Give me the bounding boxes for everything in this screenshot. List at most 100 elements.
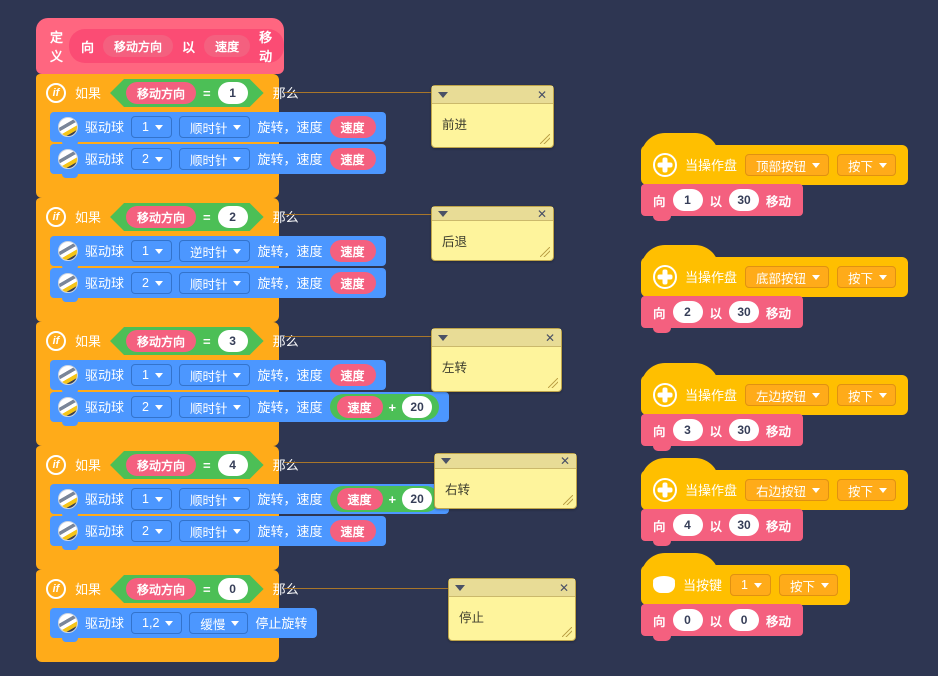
- chevron-down-icon[interactable]: [455, 584, 465, 591]
- direction-select[interactable]: 顺时针: [178, 148, 251, 170]
- comment-header[interactable]: ✕: [432, 329, 561, 347]
- direction-input[interactable]: 1: [672, 189, 703, 211]
- speed-offset[interactable]: 20: [402, 488, 433, 510]
- comment-text[interactable]: 后退: [432, 221, 553, 260]
- comment-text[interactable]: 停止: [449, 597, 575, 640]
- dpad-button-select[interactable]: 右边按钮: [745, 479, 830, 501]
- press-action-select[interactable]: 按下: [778, 574, 838, 596]
- close-icon[interactable]: ✕: [536, 87, 547, 102]
- comment-note[interactable]: ✕ 左转: [431, 328, 562, 392]
- resize-grip[interactable]: [562, 627, 572, 637]
- equals-operator-1[interactable]: 移动方向 = 2: [110, 203, 264, 231]
- call-move-block[interactable]: 向 3 以 30 移动: [641, 414, 804, 451]
- equals-operator-0[interactable]: 移动方向 = 1: [110, 79, 264, 107]
- dpad-button-select[interactable]: 底部按钮: [745, 266, 830, 288]
- equals-operator-2[interactable]: 移动方向 = 3: [110, 327, 264, 355]
- resize-grip[interactable]: [540, 247, 550, 257]
- comment-text[interactable]: 前进: [432, 104, 553, 147]
- ball-select[interactable]: 2: [131, 520, 172, 542]
- chevron-down-icon[interactable]: [441, 458, 451, 464]
- event-stack-3[interactable]: 当操作盘 右边按钮 按下 向 4 以 30 移动: [641, 458, 909, 546]
- when-dpad-pressed-hat[interactable]: 当操作盘 左边按钮 按下: [641, 363, 909, 415]
- define-hat-block[interactable]: 定义 向 移动方向 以 速度 移动: [36, 18, 285, 79]
- chevron-down-icon[interactable]: [438, 210, 448, 217]
- when-dpad-pressed-hat[interactable]: 当操作盘 底部按钮 按下: [641, 245, 909, 297]
- equals-operator-3[interactable]: 移动方向 = 4: [110, 451, 264, 479]
- when-dpad-pressed-hat[interactable]: 当操作盘 右边按钮 按下: [641, 458, 909, 510]
- condition-value-2[interactable]: 3: [218, 330, 248, 352]
- direction-select[interactable]: 顺时针: [178, 520, 251, 542]
- resize-grip[interactable]: [563, 495, 573, 505]
- ball-select[interactable]: 1: [131, 364, 172, 386]
- close-icon[interactable]: ✕: [536, 206, 547, 221]
- press-action-select[interactable]: 按下: [837, 266, 897, 288]
- resize-grip[interactable]: [548, 378, 558, 388]
- speed-input[interactable]: 30: [729, 419, 760, 441]
- speed-variable[interactable]: 速度: [329, 272, 376, 294]
- ball-select[interactable]: 1: [131, 240, 172, 262]
- drive-ball-block[interactable]: 驱动球 2 顺时针 旋转，速度 速度: [50, 516, 386, 550]
- condition-variable-3[interactable]: 移动方向: [126, 454, 196, 476]
- comment-note[interactable]: ✕ 停止: [448, 578, 576, 641]
- speed-variable[interactable]: 速度: [336, 396, 383, 418]
- chevron-down-icon[interactable]: [438, 91, 448, 98]
- comment-header[interactable]: ✕: [435, 454, 576, 469]
- call-move-block[interactable]: 向 0 以 0 移动: [641, 604, 804, 641]
- condition-variable-2[interactable]: 移动方向: [126, 330, 196, 352]
- event-stack-0[interactable]: 当操作盘 顶部按钮 按下 向 1 以 30 移动: [641, 133, 909, 221]
- drive-ball-block[interactable]: 驱动球 1 逆时针 旋转，速度 速度: [50, 236, 386, 270]
- ball-select[interactable]: 1,2: [131, 612, 183, 634]
- direction-select[interactable]: 顺时针: [178, 488, 251, 510]
- ball-select[interactable]: 1: [131, 488, 172, 510]
- direction-input[interactable]: 2: [672, 301, 703, 323]
- if-block-0[interactable]: if 如果 移动方向 = 1 那么 驱动球 1 顺时针 旋转，速度 速度: [36, 74, 386, 198]
- comment-header[interactable]: ✕: [432, 207, 553, 221]
- speed-input[interactable]: 30: [729, 301, 760, 323]
- call-move-block[interactable]: 向 1 以 30 移动: [641, 184, 804, 221]
- comment-header[interactable]: ✕: [432, 86, 553, 104]
- condition-variable-1[interactable]: 移动方向: [126, 206, 196, 228]
- if-block-2[interactable]: if 如果 移动方向 = 3 那么 驱动球 1 顺时针 旋转，速度 速度: [36, 322, 450, 446]
- ball-select[interactable]: 2: [131, 148, 172, 170]
- speed-variable[interactable]: 速度: [329, 520, 376, 542]
- brake-select[interactable]: 缓慢: [189, 612, 249, 634]
- direction-input[interactable]: 3: [672, 419, 703, 441]
- close-icon[interactable]: ✕: [558, 580, 569, 595]
- define-param-speed[interactable]: 速度: [204, 35, 251, 57]
- close-icon[interactable]: ✕: [544, 330, 555, 345]
- drive-ball-block[interactable]: 驱动球 2 顺时针 旋转，速度 速度: [50, 144, 386, 178]
- key-select[interactable]: 1: [730, 574, 771, 596]
- dpad-button-select[interactable]: 左边按钮: [745, 384, 830, 406]
- direction-select[interactable]: 逆时针: [178, 240, 251, 262]
- close-icon[interactable]: ✕: [559, 454, 570, 468]
- speed-input[interactable]: 30: [729, 514, 760, 536]
- speed-variable[interactable]: 速度: [336, 488, 383, 510]
- speed-input[interactable]: 30: [729, 189, 760, 211]
- if-header-4[interactable]: if 如果 移动方向 = 0 那么: [36, 570, 299, 608]
- define-prototype[interactable]: 向 移动方向 以 速度 移动: [69, 29, 285, 64]
- direction-input[interactable]: 0: [672, 609, 703, 631]
- if-header-1[interactable]: if 如果 移动方向 = 2 那么: [36, 198, 299, 236]
- press-action-select[interactable]: 按下: [837, 479, 897, 501]
- define-procedure-stack[interactable]: 定义 向 移动方向 以 速度 移动 if 如果 移动方向 = 1 那么: [36, 18, 450, 662]
- define-param-direction[interactable]: 移动方向: [103, 35, 174, 57]
- speed-input[interactable]: 0: [729, 609, 760, 631]
- ball-select[interactable]: 2: [131, 272, 172, 294]
- comment-note[interactable]: ✕ 右转: [434, 453, 577, 509]
- direction-select[interactable]: 顺时针: [178, 116, 251, 138]
- if-block-1[interactable]: if 如果 移动方向 = 2 那么 驱动球 1 逆时针 旋转，速度 速度: [36, 198, 386, 322]
- drive-ball-block[interactable]: 驱动球 2 顺时针 旋转，速度 速度 + 20: [50, 392, 450, 426]
- if-header-2[interactable]: if 如果 移动方向 = 3 那么: [36, 322, 299, 360]
- speed-variable[interactable]: 速度: [329, 148, 376, 170]
- if-block-3[interactable]: if 如果 移动方向 = 4 那么 驱动球 1 顺时针 旋转，速度 速度: [36, 446, 450, 570]
- add-operator[interactable]: 速度 + 20: [329, 394, 440, 420]
- condition-variable-4[interactable]: 移动方向: [126, 578, 196, 600]
- speed-variable[interactable]: 速度: [329, 116, 376, 138]
- when-key-pressed-hat[interactable]: 当按键 1 按下: [641, 553, 850, 605]
- call-move-block[interactable]: 向 4 以 30 移动: [641, 509, 804, 546]
- press-action-select[interactable]: 按下: [837, 384, 897, 406]
- event-stack-4[interactable]: 当按键 1 按下 向 0 以 0 移动: [641, 553, 850, 641]
- chevron-down-icon[interactable]: [438, 334, 448, 341]
- direction-select[interactable]: 顺时针: [178, 396, 251, 418]
